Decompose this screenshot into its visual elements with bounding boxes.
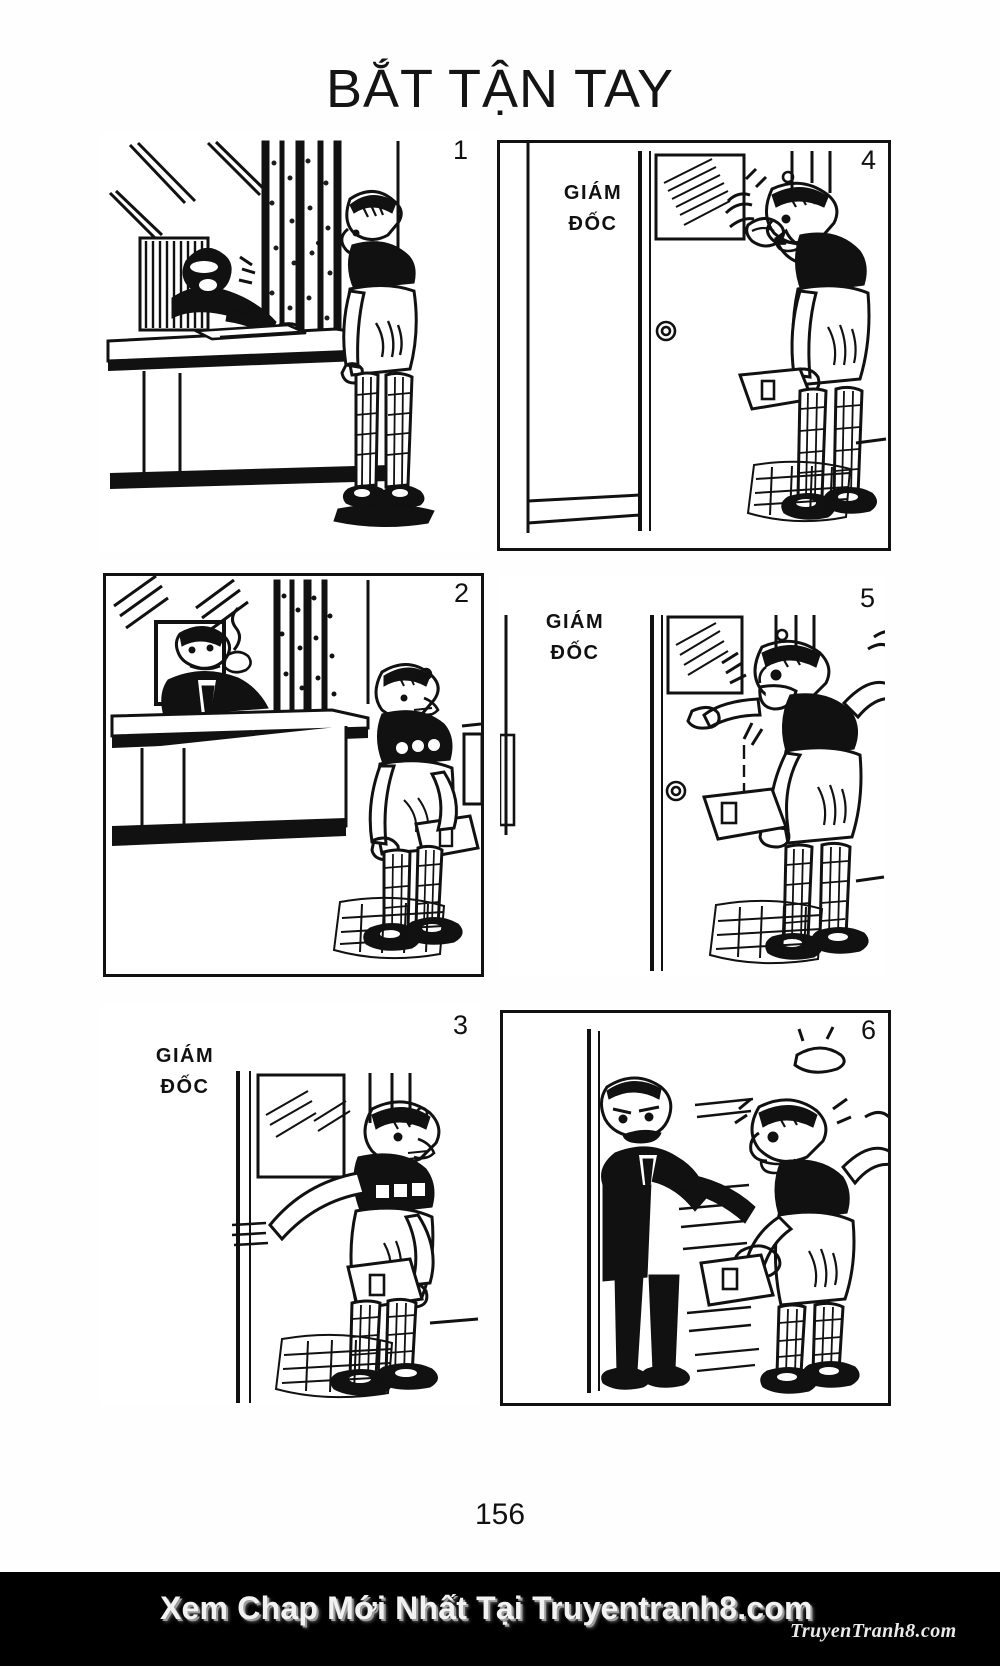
page-number: 156 <box>474 1498 526 1531</box>
comic-panel-5: GIÁM ĐỐC 5 <box>500 575 885 975</box>
door-sign-3-line2: ĐỐC <box>160 1076 210 1098</box>
door-sign-3-line1: GIÁM <box>155 1045 215 1067</box>
panel-number-5: 5 <box>859 583 875 613</box>
door-sign-4-line1: GIÁM <box>563 182 623 204</box>
comic-panel-3: GIÁM ĐỐC 3 <box>100 1005 480 1405</box>
door-sign-5: GIÁM ĐỐC <box>520 607 630 669</box>
comic-panel-2: 2 <box>103 573 484 977</box>
panel-1-artwork <box>106 140 435 528</box>
footer-banner: Xem Chap Mới Nhất Tại Truyentranh8.com T… <box>0 1572 1000 1666</box>
comic-panel-1: 1 <box>100 133 480 553</box>
panel-2-artwork <box>110 576 481 960</box>
panel-number-6: 6 <box>860 1015 876 1045</box>
door-sign-3: GIÁM ĐỐC <box>130 1041 240 1103</box>
panel-4-artwork <box>526 143 887 533</box>
door-sign-5-line2: ĐỐC <box>550 642 600 664</box>
panel-5-artwork <box>500 615 885 971</box>
door-sign-4: GIÁM ĐỐC <box>538 178 648 240</box>
page-title: BẮT TẬN TAY <box>325 59 675 119</box>
comic-panel-6: 6 <box>500 1010 891 1406</box>
door-sign-5-line1: GIÁM <box>545 611 605 633</box>
comic-panel-4: GIÁM ĐỐC 4 <box>497 140 891 551</box>
panel-number-1: 1 <box>452 135 468 165</box>
panel-6-artwork <box>587 1026 888 1394</box>
footer-site-logo: TruyenTranh8.com <box>790 1620 957 1642</box>
door-sign-4-line2: ĐỐC <box>568 213 618 235</box>
panel-number-4: 4 <box>860 145 876 175</box>
footer-promo-text: Xem Chap Mới Nhất Tại Truyentranh8.com <box>160 1590 813 1626</box>
panel-number-2: 2 <box>453 578 469 608</box>
panel-3-artwork <box>231 1071 479 1403</box>
panel-number-3: 3 <box>452 1010 468 1040</box>
